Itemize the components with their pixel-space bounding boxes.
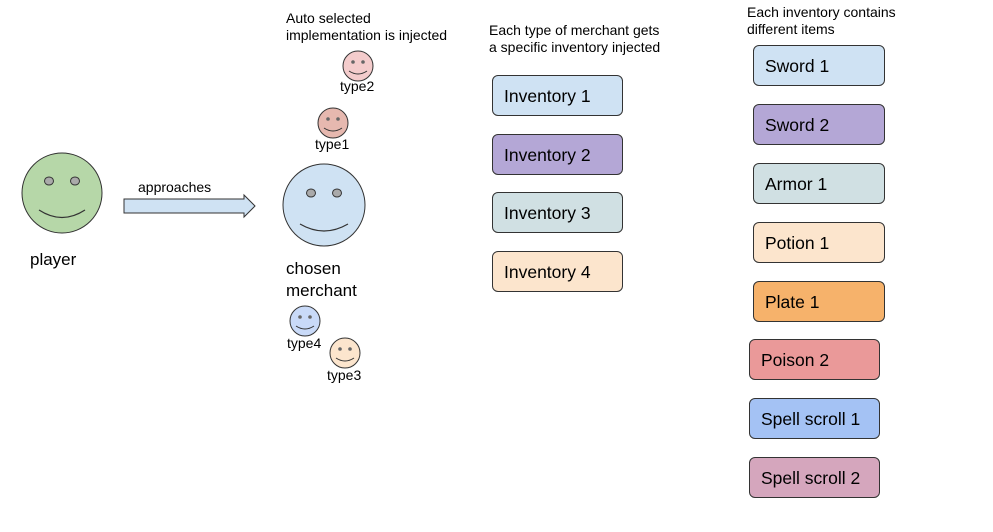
- item-box: Armor 1: [753, 163, 885, 204]
- item-box-label: Potion 1: [765, 232, 830, 253]
- item-box: Poison 2: [749, 339, 880, 380]
- item-box-label: Spell scroll 1: [761, 408, 861, 429]
- inventory-box-label: Inventory 4: [504, 261, 591, 282]
- item-box: Sword 2: [753, 104, 885, 145]
- injection-note-line2: implementation is injected: [286, 27, 448, 43]
- merchant-face-icon: [282, 163, 366, 247]
- approaches-arrow-icon: [123, 193, 256, 219]
- item-box: Spell scroll 1: [749, 398, 880, 439]
- type3-face-icon: [329, 337, 361, 369]
- item-box-label: Sword 1: [765, 55, 830, 76]
- item-box-label: Sword 2: [765, 114, 830, 135]
- type3-label: type3: [327, 367, 362, 383]
- player-label: player: [30, 250, 77, 269]
- item-box: Sword 1: [753, 45, 885, 86]
- item-box-label: Armor 1: [765, 173, 828, 194]
- type4-label: type4: [287, 335, 322, 351]
- inventory-box: Inventory 3: [492, 192, 623, 233]
- player-face-icon: [21, 152, 103, 234]
- item-box-label: Spell scroll 2: [761, 467, 861, 488]
- inventory-note-line2: a specific inventory injected: [489, 39, 661, 55]
- items-note-line2: different items: [747, 21, 835, 37]
- type1-face-icon: [317, 107, 349, 139]
- item-box-label: Poison 2: [761, 349, 830, 370]
- items-note-line1: Each inventory contains: [747, 4, 896, 20]
- merchant-label: chosen merchant: [286, 258, 357, 302]
- inventory-box: Inventory 1: [492, 75, 623, 116]
- inventory-note-line1: Each type of merchant gets: [489, 22, 660, 38]
- type4-face-icon: [289, 305, 321, 337]
- type2-label: type2: [340, 78, 375, 94]
- item-box: Spell scroll 2: [749, 457, 880, 498]
- item-box: Potion 1: [753, 222, 885, 263]
- type1-label: type1: [315, 136, 350, 152]
- inventory-box-label: Inventory 2: [504, 144, 591, 165]
- merchant-label-line2: merchant: [286, 281, 357, 300]
- item-box: Plate 1: [753, 281, 885, 322]
- inventory-box: Inventory 2: [492, 134, 623, 175]
- injection-note: Auto selected implementation is injected: [286, 10, 447, 44]
- item-box-label: Plate 1: [765, 291, 820, 312]
- inventory-box-label: Inventory 1: [504, 85, 591, 106]
- approaches-label: approaches: [138, 179, 212, 195]
- injection-note-line1: Auto selected: [286, 10, 371, 26]
- merchant-label-line1: chosen: [286, 259, 341, 278]
- inventory-note: Each type of merchant gets a specific in…: [489, 22, 660, 56]
- inventory-box: Inventory 4: [492, 251, 623, 292]
- items-note: Each inventory contains different items: [747, 4, 896, 38]
- inventory-box-label: Inventory 3: [504, 202, 591, 223]
- type2-face-icon: [342, 50, 374, 82]
